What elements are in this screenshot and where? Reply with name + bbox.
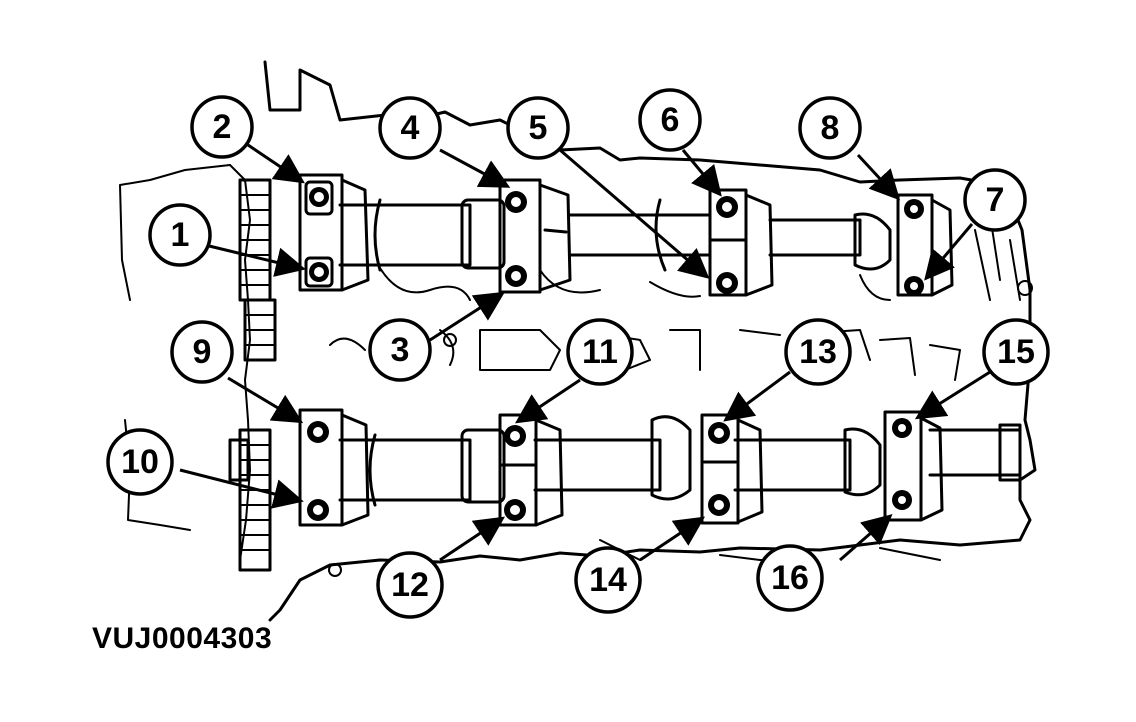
callout-12-label: 12	[391, 566, 429, 604]
cap-bearing-5-6	[708, 188, 774, 297]
callout-3: 3	[368, 318, 432, 382]
callout-13: 13	[784, 318, 852, 386]
leader-2	[247, 143, 305, 184]
callout-7: 7	[963, 168, 1027, 232]
camshaft-sprocket-teeth	[228, 178, 277, 572]
callout-11-label: 11	[582, 333, 618, 371]
callout-9: 9	[170, 320, 234, 384]
callout-9-label: 9	[193, 333, 212, 371]
callout-10: 10	[106, 428, 174, 496]
cap-bearing-1-2	[298, 173, 370, 292]
callout-14: 14	[574, 546, 642, 614]
callouts: 1 2 3 4 5 6 7 8	[106, 88, 1050, 619]
callout-16: 16	[756, 544, 824, 612]
leader-7	[924, 223, 974, 281]
callout-8: 8	[798, 96, 862, 160]
leader-9	[227, 376, 304, 424]
leader-1	[204, 243, 306, 277]
callout-2-label: 2	[213, 108, 232, 146]
leader-13	[723, 370, 791, 422]
leader-6	[681, 149, 722, 197]
callout-1-label: 1	[171, 216, 190, 254]
lower-camshaft	[338, 415, 1022, 507]
leader-10	[179, 468, 304, 509]
callout-4: 4	[378, 96, 442, 160]
callout-10-label: 10	[121, 443, 159, 481]
callout-5: 5	[506, 96, 570, 160]
callout-6-label: 6	[661, 101, 680, 139]
callout-4-label: 4	[401, 109, 420, 147]
leader-4	[439, 148, 511, 188]
callout-8-label: 8	[821, 109, 840, 147]
callout-12: 12	[376, 551, 444, 619]
leader-12	[439, 516, 505, 562]
cap-bearing-3-4	[498, 178, 572, 294]
callout-5-label: 5	[529, 109, 548, 147]
leader-5	[559, 148, 710, 279]
cap-bearing-13-14	[700, 413, 764, 525]
cap-bearing-15-16	[883, 410, 944, 522]
leader-lines	[179, 143, 991, 562]
callout-6: 6	[638, 88, 702, 152]
leader-11	[515, 378, 581, 424]
figure-code: VUJ0004303	[92, 622, 273, 655]
cap-bearing-9-10	[298, 408, 370, 527]
callout-16-label: 16	[771, 559, 809, 597]
callout-11: 11	[566, 318, 634, 386]
cap-bearing-7-8	[896, 193, 954, 297]
callout-15-label: 15	[997, 333, 1035, 371]
callout-13-label: 13	[799, 333, 837, 371]
leader-8	[856, 153, 901, 201]
leader-16	[839, 514, 893, 562]
leader-14	[639, 516, 705, 562]
upper-camshaft	[338, 198, 892, 272]
leader-15	[914, 370, 991, 420]
callout-3-label: 3	[391, 331, 410, 369]
callout-14-label: 14	[589, 561, 627, 599]
callout-2: 2	[190, 95, 254, 159]
callout-7-label: 7	[986, 181, 1005, 219]
leader-3	[429, 291, 506, 342]
callout-15: 15	[982, 318, 1050, 386]
cap-bearing-11-12	[498, 413, 564, 527]
callout-1: 1	[148, 203, 212, 267]
cylinder-head-outline	[119, 60, 1037, 622]
